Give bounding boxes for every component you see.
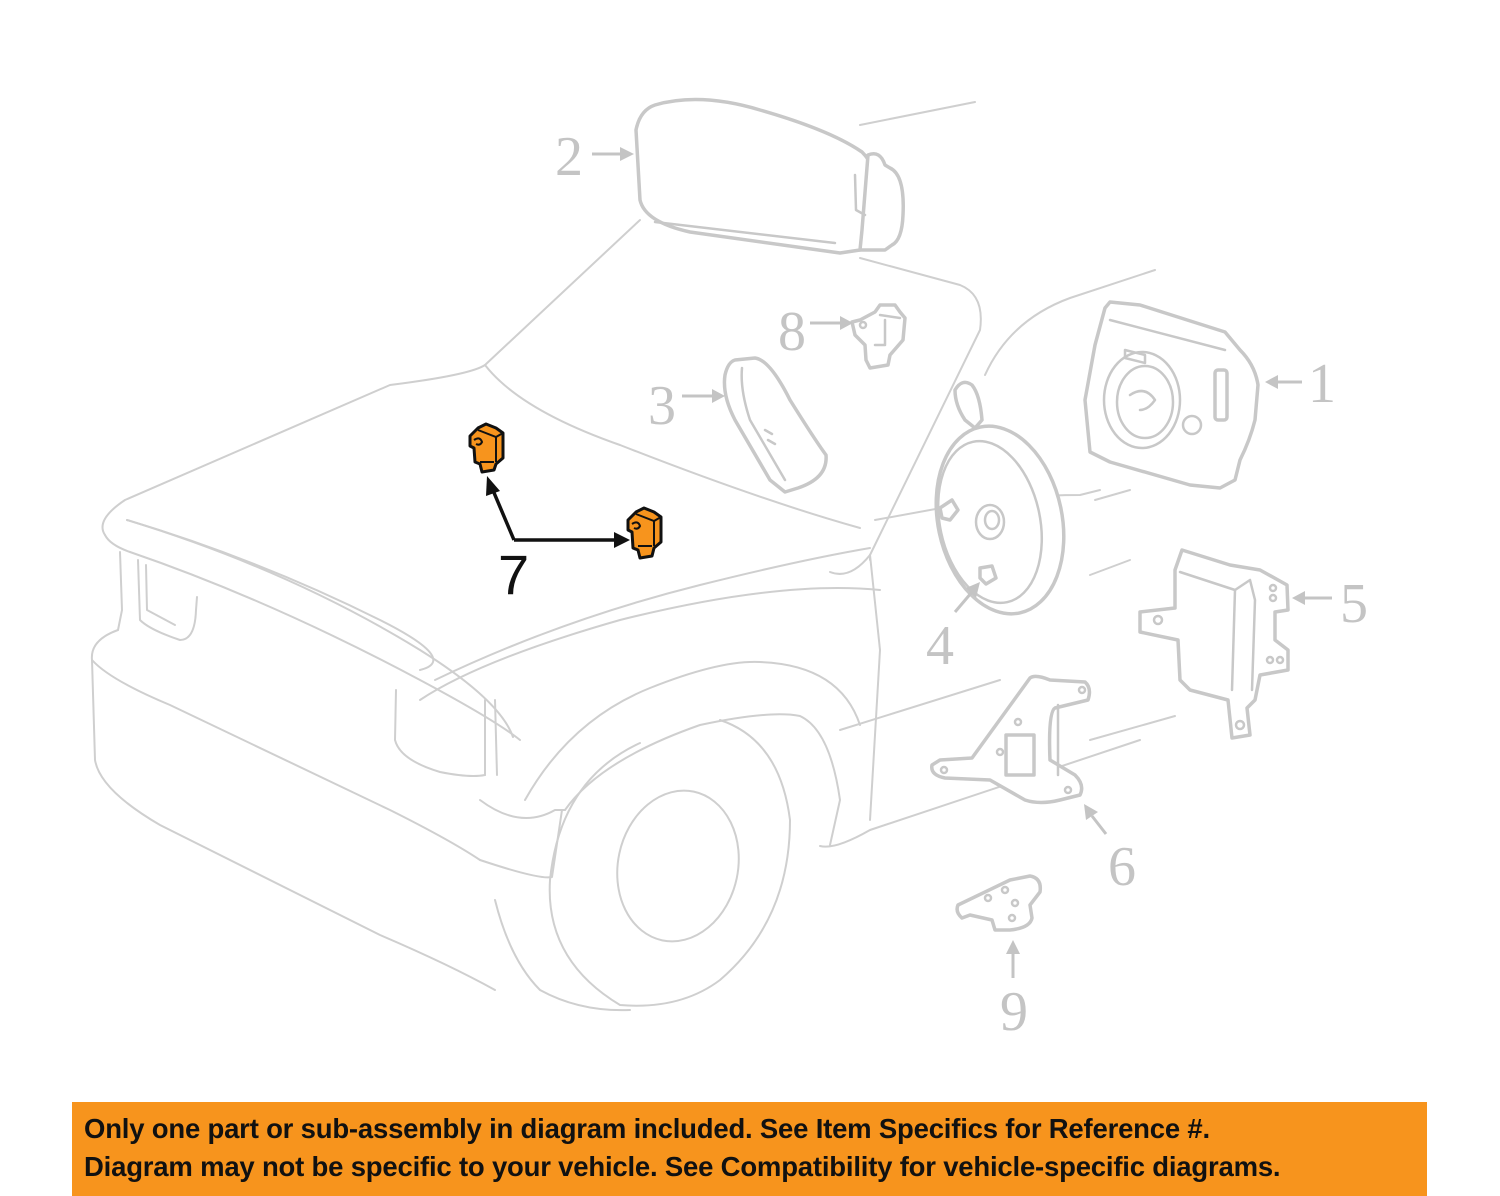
callout-3: 3 bbox=[648, 375, 725, 437]
callout-5: 5 bbox=[1292, 573, 1368, 635]
callout-number-4: 4 bbox=[926, 615, 954, 677]
callout-number-1: 1 bbox=[1308, 353, 1336, 415]
callout-7: 7 bbox=[486, 476, 630, 606]
callout-2: 2 bbox=[555, 126, 634, 188]
part-4-clockspring bbox=[934, 380, 1066, 616]
disclaimer-line-2: Diagram may not be specific to your vehi… bbox=[84, 1151, 1281, 1182]
callout-1: 1 bbox=[1265, 353, 1336, 415]
part-1-driver-airbag bbox=[1083, 300, 1260, 490]
callout-9: 9 bbox=[1000, 940, 1028, 1043]
callout-number-2: 2 bbox=[555, 126, 583, 188]
callout-4: 4 bbox=[926, 582, 980, 677]
truck-outline bbox=[90, 101, 1176, 1012]
callout-number-5: 5 bbox=[1340, 573, 1368, 635]
part-5-control-module bbox=[1138, 548, 1290, 740]
part-8-impact-sensor bbox=[850, 303, 907, 370]
callout-number-6: 6 bbox=[1108, 836, 1136, 898]
part-9-sensor-bracket bbox=[955, 874, 1043, 932]
disclaimer-banner: Only one part or sub-assembly in diagram… bbox=[72, 1102, 1427, 1196]
disclaimer-line-1: Only one part or sub-assembly in diagram… bbox=[84, 1113, 1210, 1144]
callout-number-7: 7 bbox=[498, 543, 529, 606]
callout-8: 8 bbox=[778, 301, 853, 363]
callout-6: 6 bbox=[1084, 804, 1136, 898]
part-7-front-impact-sensor-2 bbox=[626, 506, 663, 560]
part-6-bracket bbox=[930, 674, 1092, 805]
callout-number-3: 3 bbox=[648, 375, 676, 437]
part-3-panel bbox=[722, 356, 828, 494]
callout-number-8: 8 bbox=[778, 301, 806, 363]
part-2-passenger-airbag bbox=[634, 97, 905, 255]
callout-number-9: 9 bbox=[1000, 981, 1028, 1043]
part-7-front-impact-sensor-1 bbox=[468, 422, 505, 474]
